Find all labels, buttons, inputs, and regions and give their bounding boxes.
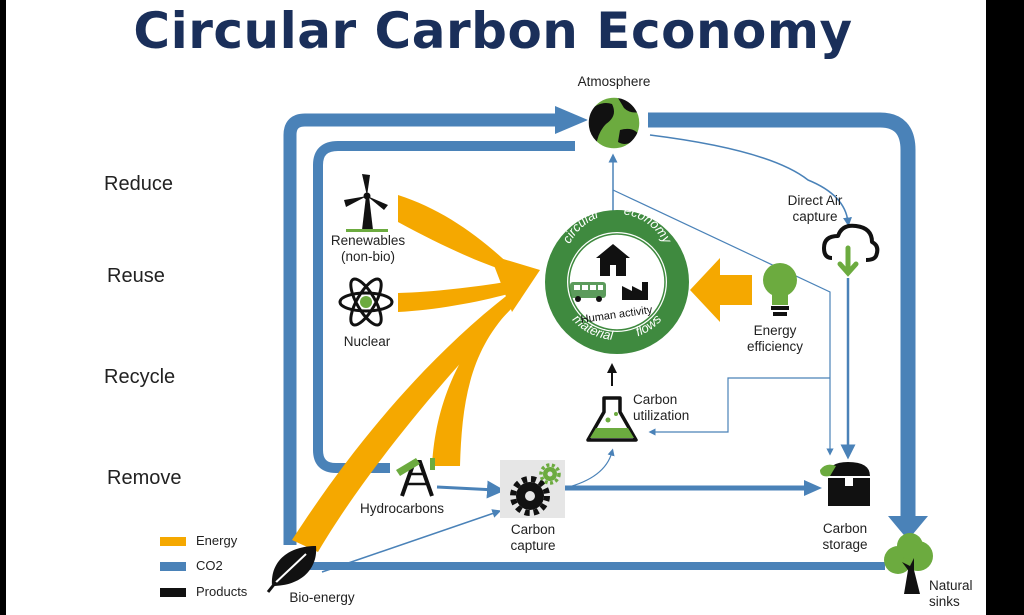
cloud-download-icon bbox=[822, 223, 880, 277]
light-bulb-icon bbox=[763, 263, 797, 316]
legend-label-co2: CO2 bbox=[196, 558, 223, 573]
co2-arrowhead-storage bbox=[804, 480, 822, 496]
strategy-label-reduce: Reduce bbox=[104, 173, 173, 195]
recycle-icon bbox=[34, 347, 80, 390]
hydrocarbons-label: Hydrocarbons bbox=[359, 501, 445, 516]
oil-derrick-icon bbox=[396, 458, 435, 497]
legend-swatch-products bbox=[160, 588, 186, 597]
legend-swatch-co2 bbox=[160, 562, 186, 571]
factory-icon bbox=[622, 282, 648, 300]
gears-icon bbox=[500, 460, 565, 518]
right-border bbox=[986, 0, 1024, 615]
legend-label-products: Products bbox=[196, 584, 248, 599]
co2-flow-hydro-to-capture bbox=[436, 480, 505, 499]
co2-flow-inner-loop bbox=[313, 141, 575, 473]
co2-flow-outer-loop bbox=[283, 113, 560, 545]
co2-flow-capture-to-utilization bbox=[564, 448, 615, 489]
co2-arrowhead-atmosphere bbox=[555, 106, 588, 134]
tree-icon bbox=[884, 533, 933, 594]
material-flows-ring bbox=[545, 210, 689, 354]
energy-flow-bio-energy bbox=[292, 278, 530, 552]
atom-icon bbox=[338, 277, 394, 327]
strategy-label-reuse: Reuse bbox=[107, 265, 165, 287]
co2-arrowhead-natural-sinks bbox=[888, 516, 928, 540]
flask-icon bbox=[586, 396, 638, 442]
co2-flow-bio-to-capture bbox=[321, 509, 502, 573]
storage-chest-icon bbox=[820, 462, 870, 506]
strategy-label-recycle: Recycle bbox=[104, 366, 176, 388]
renewables-label: Renewables(non-bio) bbox=[330, 233, 406, 264]
co2-flow-storage-to-utilization bbox=[648, 377, 830, 436]
bio-energy-label: Bio-energy bbox=[289, 590, 355, 605]
co2-flow-to-natural-sinks bbox=[648, 112, 916, 520]
left-border bbox=[0, 0, 6, 615]
reduce-arrows-icon bbox=[29, 165, 85, 210]
wind-turbine-icon bbox=[344, 174, 388, 232]
co2-flow-atm-to-storage bbox=[612, 189, 834, 456]
atmosphere-label: Atmosphere bbox=[577, 74, 651, 89]
co2-flow-to-direct-air bbox=[649, 134, 852, 227]
bus-icon bbox=[570, 282, 606, 302]
legend-swatch-energy bbox=[160, 537, 186, 546]
reuse-loop-icon bbox=[40, 259, 77, 289]
energy-flow-hydrocarbons bbox=[432, 278, 530, 466]
page-title: Circular Carbon Economy bbox=[133, 2, 853, 60]
globe-icon bbox=[587, 96, 641, 150]
nuclear-label: Nuclear bbox=[343, 334, 391, 349]
energy-flow-efficiency bbox=[690, 258, 752, 322]
energy-flow-nuclear bbox=[398, 278, 530, 312]
strategy-label-remove: Remove bbox=[107, 467, 182, 489]
power-icon bbox=[40, 456, 76, 494]
legend-label-energy: Energy bbox=[196, 533, 238, 548]
house-icon bbox=[596, 244, 630, 276]
leaf-icon bbox=[266, 546, 317, 593]
energy-arrowhead-human bbox=[490, 255, 540, 312]
